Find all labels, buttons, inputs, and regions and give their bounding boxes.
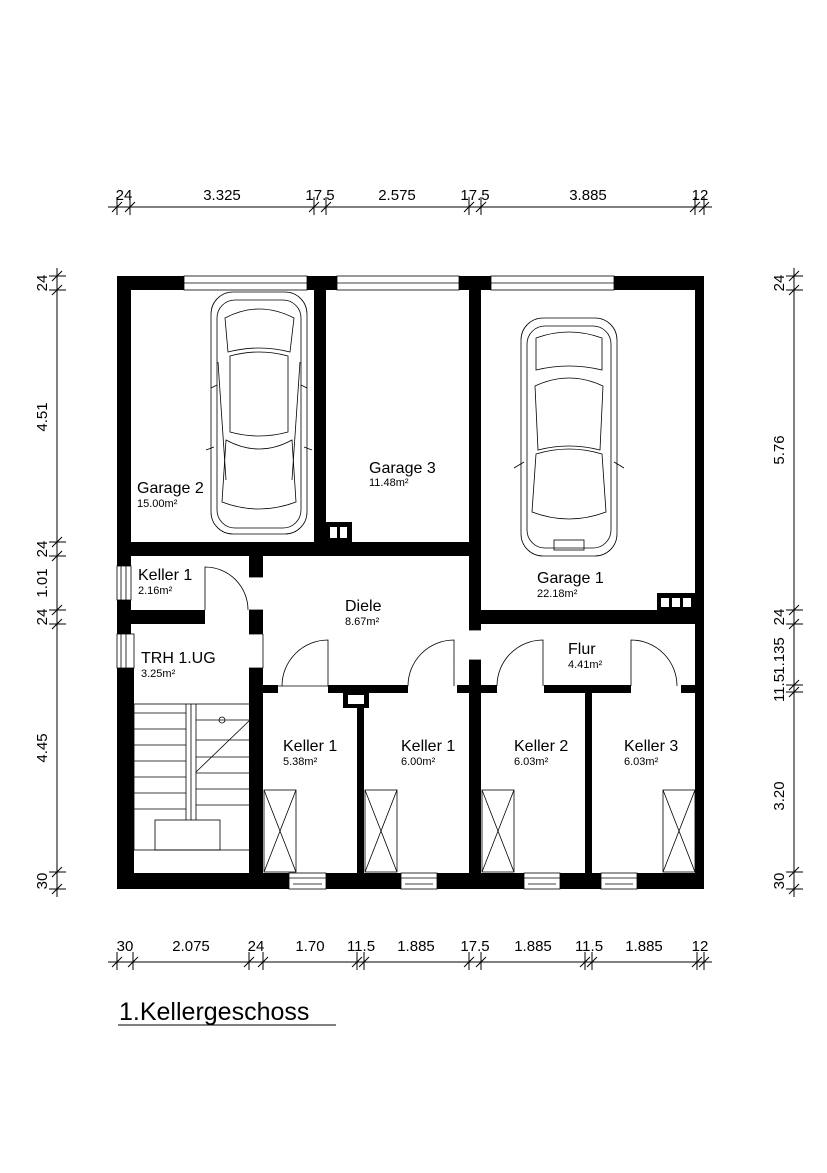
room-name-keller-2: Keller 2 [514,738,568,755]
dim-right-1: 24 [771,275,788,292]
dim-top-6: 3.885 [569,187,607,204]
room-area-flur: 4.41m² [568,659,603,671]
room-name-trh: TRH 1.UG [141,650,216,667]
dim-left-2: 4.51 [34,402,51,431]
room-name-garage-2: Garage 2 [137,480,204,497]
dim-bottom-9: 11.5 [575,938,603,955]
car-garage-2 [205,291,313,535]
car-garage-1 [513,317,625,557]
dim-left-5: 24 [34,609,51,626]
windows [116,565,638,890]
room-area-keller-1-b: 6.00m² [401,756,436,768]
walls [117,276,704,889]
room-area-trh: 3.25m² [141,668,176,680]
dim-left-7: 30 [34,873,51,890]
room-name-keller-1-a: Keller 1 [283,738,337,755]
dimension-bottom: 30 2.075 24 1.70 11.5 1.885 17.5 1.885 1… [108,938,712,970]
room-name-garage-1: Garage 1 [537,570,604,587]
room-area-garage-3: 11.48m² [369,477,409,489]
room-labels: Garage 2 15.00m² Garage 3 11.48m² Garage… [137,460,678,768]
dimension-left: 24 4.51 24 1.01 24 4.45 30 [34,268,66,897]
room-area-diele: 8.67m² [345,616,380,628]
storage-shelves [263,789,696,873]
dim-bottom-6: 1.885 [397,938,435,955]
dim-top-5: 17.5 [460,187,489,204]
room-name-garage-3: Garage 3 [369,460,436,477]
room-area-keller-3: 6.03m² [624,756,659,768]
dim-bottom-11: 12 [692,938,709,955]
room-area-keller-1-top: 2.16m² [138,585,173,597]
dim-bottom-1: 30 [117,938,134,955]
dim-top-1: 24 [116,187,133,204]
room-name-keller-1-top: Keller 1 [138,567,192,584]
dim-left-4: 1.01 [34,568,51,597]
dim-bottom-5: 11.5 [347,938,375,955]
dim-right-2: 5.76 [771,435,788,464]
dim-left-3: 24 [34,541,51,558]
room-name-flur: Flur [568,641,596,658]
dim-top-7: 12 [692,187,709,204]
dim-bottom-7: 17.5 [460,938,489,955]
dim-bottom-2: 2.075 [172,938,210,955]
room-area-keller-2: 6.03m² [514,756,549,768]
room-area-keller-1-a: 5.38m² [283,756,318,768]
room-name-keller-1-b: Keller 1 [401,738,455,755]
dimension-right: 24 5.76 24 11.5 1.135 3.20 30 [771,268,803,897]
chimney-flues [330,527,691,704]
dim-top-2: 3.325 [203,187,241,204]
dim-bottom-8: 1.885 [514,938,552,955]
dim-bottom-10: 1.885 [625,938,663,955]
dim-top-4: 2.575 [378,187,416,204]
dim-left-1: 24 [34,275,51,292]
dimension-top: 24 3.325 17.5 2.575 17.5 3.885 12 [108,187,712,215]
dim-bottom-3: 24 [248,938,265,955]
plan-title: 1.Kellergeschoss [119,998,309,1026]
dim-right-3: 24 [771,609,788,626]
dim-left-6: 4.45 [34,733,51,762]
room-name-keller-3: Keller 3 [624,738,678,755]
dim-bottom-4: 1.70 [295,938,324,955]
room-name-diele: Diele [345,598,382,615]
dim-right-4: 11.5 [771,674,788,702]
dim-right-6: 3.20 [771,781,788,810]
dim-right-7: 30 [771,873,788,890]
room-area-garage-2: 15.00m² [137,498,178,510]
dim-right-5: 1.135 [771,637,788,675]
dim-top-3: 17.5 [305,187,334,204]
room-area-garage-1: 22.18m² [537,588,578,600]
garage-door-openings [183,275,615,291]
staircase [133,703,251,851]
doors [204,566,678,687]
